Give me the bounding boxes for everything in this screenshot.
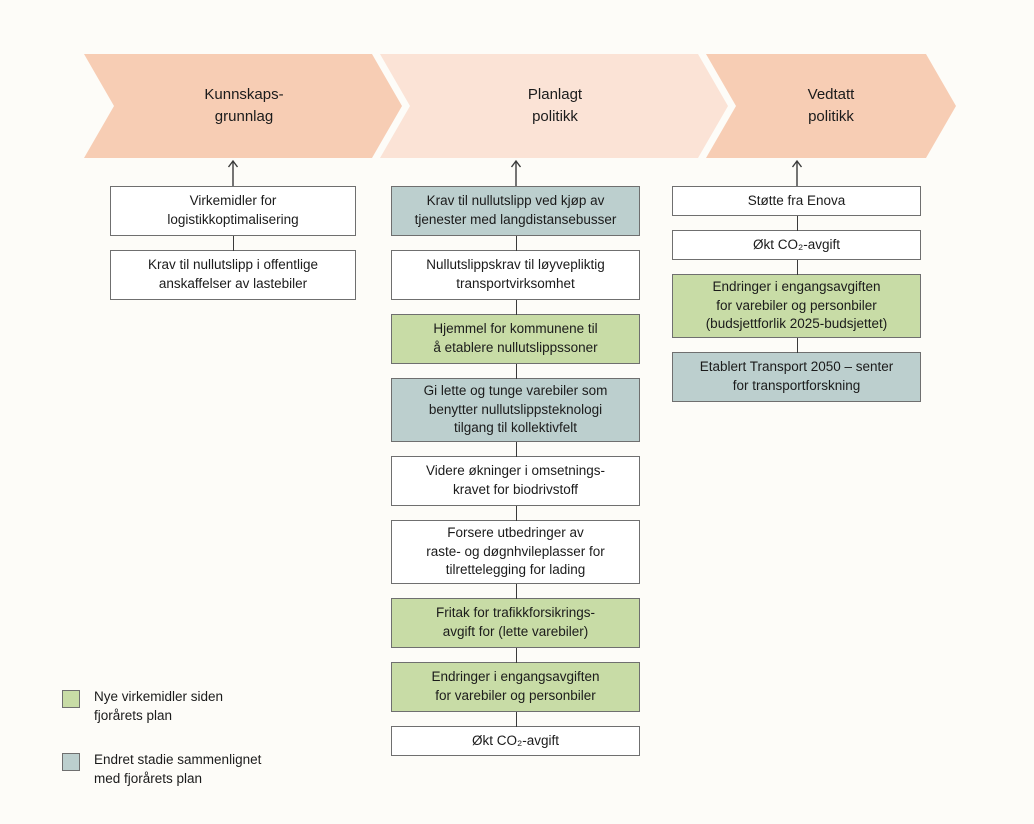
stage-segment-label: Kunnskaps-grunnlag: [204, 86, 284, 125]
flow-node-label: Økt CO₂-avgift: [471, 732, 559, 748]
flow-node[interactable]: Støtte fra Enova: [672, 186, 921, 216]
flow-node[interactable]: Videre økninger i omsetnings-kravet for …: [391, 442, 640, 506]
flow-node[interactable]: Økt CO₂-avgift: [672, 216, 921, 260]
flow-node-label: Fritak for trafikkforsikrings-avgift for…: [435, 605, 596, 639]
flow-node-label: Økt CO₂-avgift: [752, 236, 840, 252]
up-arrow-icon: [510, 159, 521, 186]
legend-swatch-green-icon: [62, 690, 80, 708]
up-arrow-icon: [791, 159, 802, 186]
flow-node-label: Støtte fra Enova: [747, 192, 846, 208]
stage-segment-kunnskapsgrunnlag: Kunnskaps-grunnlag: [84, 54, 402, 158]
flow-node[interactable]: Økt CO₂-avgift: [391, 712, 640, 756]
legend-swatch-blue-icon: [62, 753, 80, 772]
flow-node[interactable]: Fritak for trafikkforsikrings-avgift for…: [391, 584, 640, 648]
up-arrow-icon: [227, 159, 239, 186]
flow-node-label: Videre økninger i omsetnings-kravet for …: [425, 463, 606, 497]
